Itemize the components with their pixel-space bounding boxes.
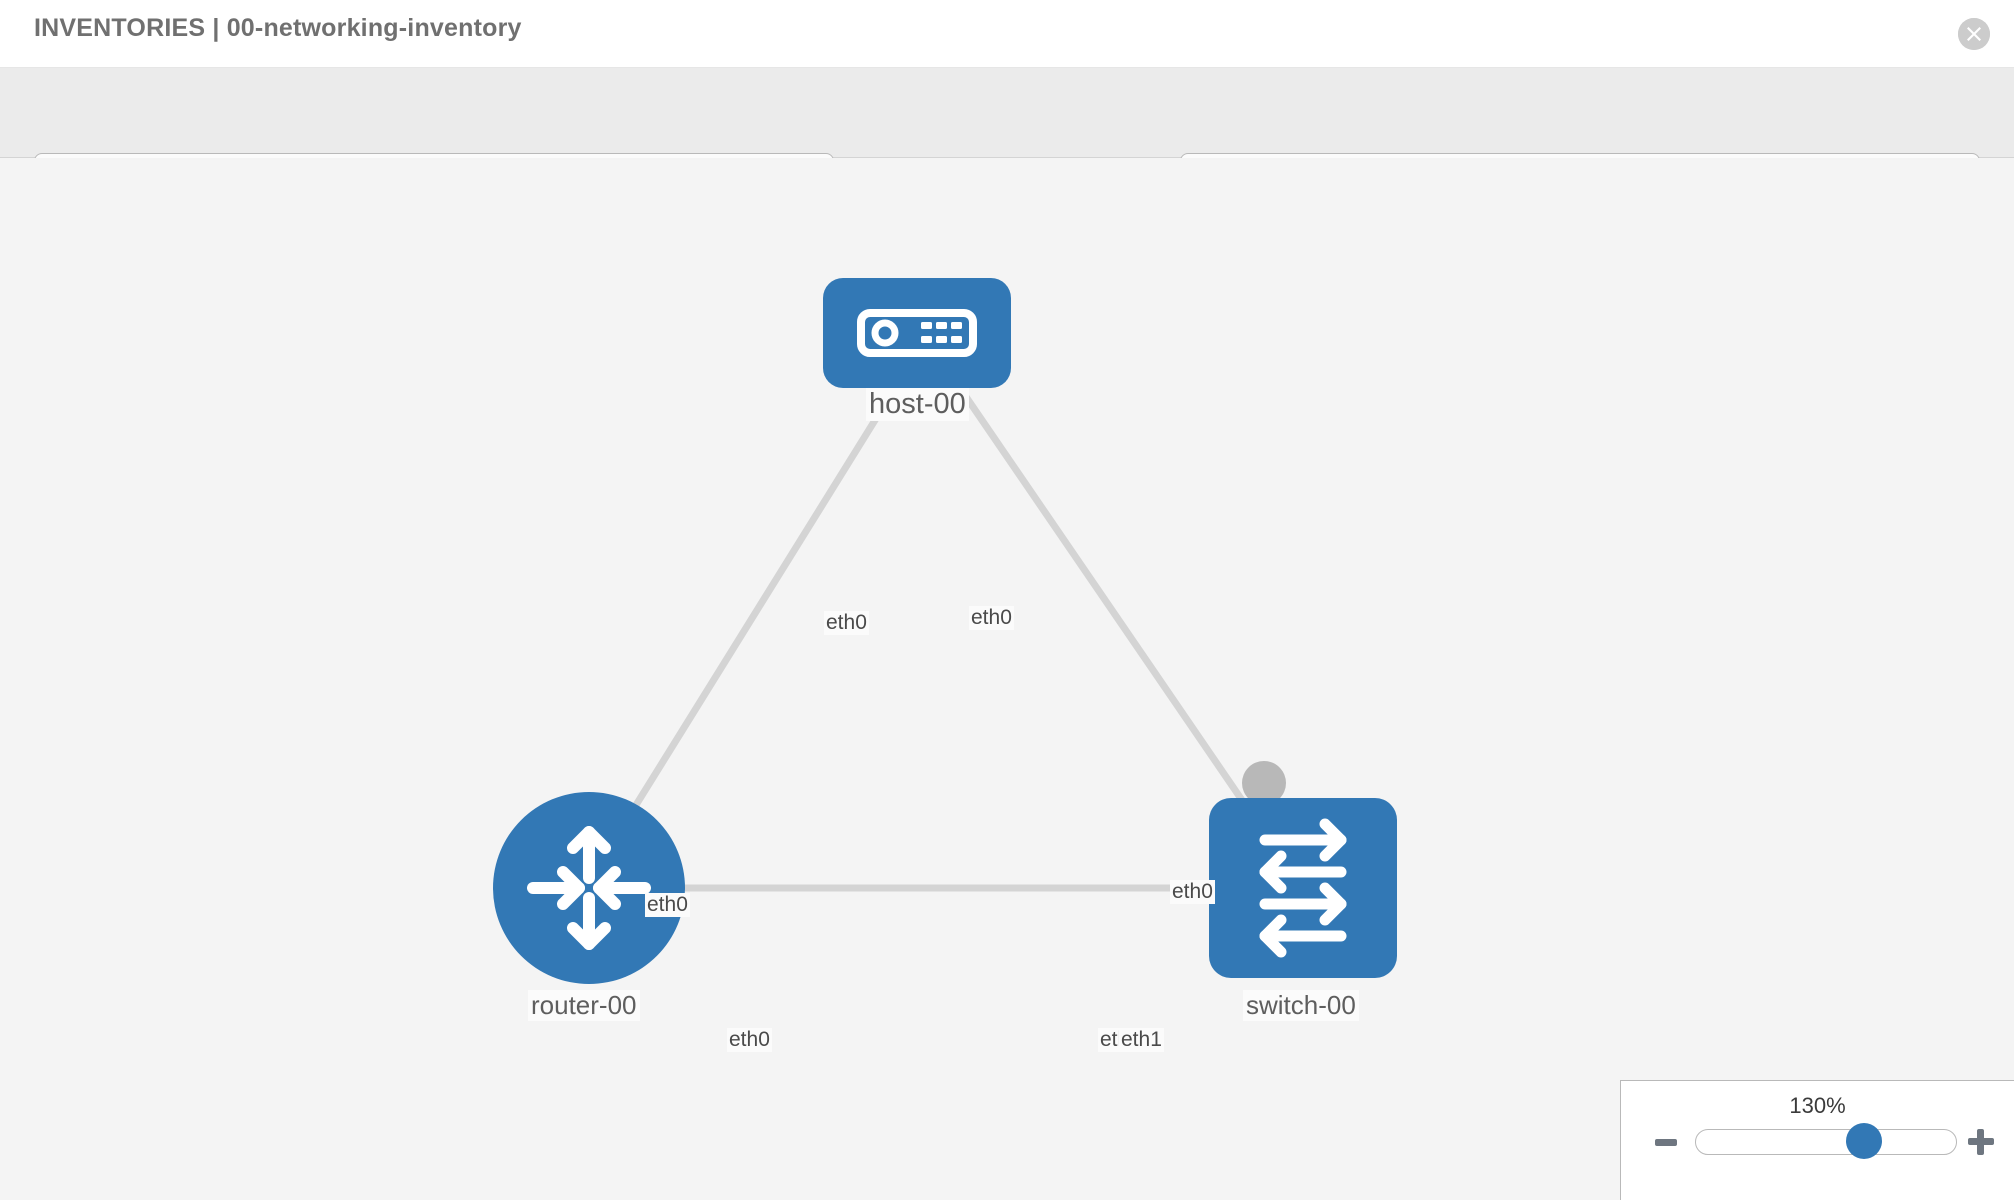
switch-arrows-icon <box>1259 818 1347 958</box>
page-title: INVENTORIES | 00-networking-inventory <box>34 14 522 42</box>
zoom-control-panel: 130% <box>1620 1080 2014 1200</box>
zoom-slider-handle[interactable] <box>1846 1123 1883 1159</box>
page-header: INVENTORIES | 00-networking-inventory <box>0 0 2014 68</box>
minus-icon[interactable] <box>1655 1139 1677 1146</box>
node-switch-00[interactable] <box>1209 798 1397 978</box>
close-icon[interactable] <box>1958 18 1990 50</box>
plus-icon[interactable] <box>1968 1129 1994 1155</box>
link-host-router <box>596 384 899 867</box>
zoom-slider-track[interactable] <box>1695 1129 1957 1155</box>
router-arrows-icon <box>527 826 651 950</box>
node-router-00[interactable] <box>493 792 685 984</box>
server-device-icon <box>857 309 977 357</box>
node-host-00-shape <box>823 278 1011 388</box>
node-switch-00-shape <box>1209 798 1397 978</box>
interface-label: eth0 <box>1170 880 1215 904</box>
topology-canvas[interactable]: host-00 r <box>0 158 2014 1200</box>
node-host-00-label: host-00 <box>866 388 969 421</box>
interface-label: eth0 <box>969 606 1014 630</box>
interface-label: eth0 <box>824 611 869 635</box>
node-switch-00-label: switch-00 <box>1243 990 1359 1021</box>
link-endpoints <box>594 341 1297 910</box>
interface-label: eth0 <box>645 893 690 917</box>
link-host-switch <box>956 384 1289 867</box>
node-host-00[interactable] <box>823 278 1011 388</box>
node-router-00-label: router-00 <box>528 990 640 1021</box>
zoom-level-label: 130% <box>1789 1093 1846 1118</box>
interface-label: eth0 <box>727 1028 772 1052</box>
toolbar: ACTIONS SEARCH <box>0 68 2014 209</box>
interface-label: eth1 <box>1119 1028 1164 1052</box>
node-router-00-shape <box>493 792 685 984</box>
